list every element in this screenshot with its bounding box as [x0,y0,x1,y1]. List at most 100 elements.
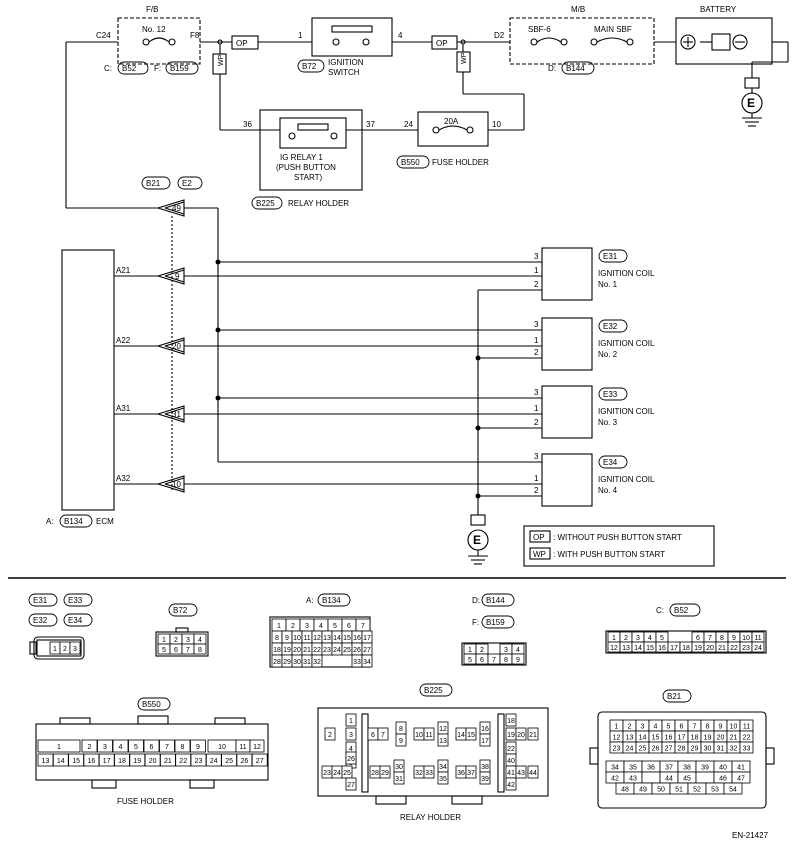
b134-pin: 5 [333,623,337,630]
cv-b225-id: B225 [424,686,443,695]
b134-pin: 11 [303,635,310,642]
coil-4-label-2: No. 4 [598,486,618,495]
b21-pin-cell [723,782,743,795]
b21-pin: 24 [626,746,634,753]
b550-pin: 23 [195,758,203,765]
b134-pin: 29 [283,659,291,666]
coil-1-pin-a: 3 [534,252,539,261]
b52-pin: 22 [730,645,738,652]
coil-1-label-1: IGNITION COIL [598,269,655,278]
b225-pin: 22 [507,746,515,753]
b21-pin: 25 [639,746,647,753]
b550-pin-cell [97,739,113,753]
coil-3-conn: E33 [603,390,618,399]
b225-pin-cell [437,733,449,747]
b550-pin-cell [37,739,81,753]
b225-pin: 21 [529,732,537,739]
b21-pin: 11 [743,724,750,731]
b134-pin: 6 [347,623,351,630]
b225-pin: 38 [481,764,489,771]
b225-pin-cell [395,733,407,747]
ecm-pin-3: A31 [116,404,131,413]
b134-pin-cell [361,654,373,668]
b52-pin: 21 [718,645,726,652]
b21-pin: 27 [665,746,673,753]
b72-pin: 7 [186,647,190,654]
b225-pin: 9 [399,738,403,745]
b159-pin: 5 [468,657,472,664]
b550-pin: 20 [149,758,157,765]
ecm-pin-4: A32 [116,474,131,483]
ecm-conn: B134 [64,517,83,526]
fb-fuse-label: No. 12 [142,25,166,34]
ecm-box [61,249,115,511]
b21-pin: 54 [729,787,737,794]
b225-pin: 37 [467,770,475,777]
b134-pin: 12 [313,635,321,642]
b21-pin: 3 [641,724,645,731]
b225-pin: 25 [343,770,351,777]
legend-op-text: : WITHOUT PUSH BUTTON START [553,533,682,542]
b52-pin: 9 [732,635,736,642]
b225-pin: 30 [395,764,403,771]
b21-pin: 46 [719,776,727,783]
b52-pin: 20 [706,645,714,652]
relay-label-3: START) [294,173,322,182]
b52-pin: 4 [648,635,652,642]
b52-pin: 2 [624,635,628,642]
b225-pin: 12 [439,726,447,733]
b225-pin-cell [423,765,435,779]
fb-conn-f: B159 [170,64,189,73]
b21-pin: 8 [706,724,710,731]
fb-pin-right: F8 [190,31,200,40]
b21-pin: 33 [743,746,751,753]
b159-pin: 7 [492,657,496,664]
mb-fuse-1: SBF-6 [528,25,551,34]
b134-pin: 20 [293,647,301,654]
fb-label: F/B [146,5,158,14]
b134-pin: 15 [343,635,351,642]
b550-pin: 7 [165,744,169,751]
b225-pin: 3 [349,732,353,739]
b52-pin: 6 [696,635,700,642]
b134-pin: 33 [353,659,361,666]
cv-b550-id: B550 [142,700,161,709]
b21-pin: 7 [693,724,697,731]
coil-4-box [541,453,593,507]
cv-b159-id: B159 [486,618,505,627]
b550-pin-cell [81,739,98,753]
b21-pin: 31 [717,746,725,753]
b72-pin: 3 [186,637,190,644]
b52-pin: 15 [646,645,654,652]
b21-pin: 44 [665,776,673,783]
b134-pin: 21 [303,647,311,654]
relay-holder-label: RELAY HOLDER [288,199,349,208]
b21-pin: 20 [717,735,725,742]
coil-2-pin-b: 1 [534,336,539,345]
b225-pin: 28 [371,770,379,777]
relay-pin-in: 36 [243,120,252,129]
op-tag-right [431,35,458,50]
op-tag-right-text: OP [436,39,448,48]
wp-tag-left-text: WP [218,54,225,66]
b225-pin: 8 [399,726,403,733]
b134-pin: 18 [273,647,281,654]
b225-pin: 23 [323,770,331,777]
b225-pin: 17 [481,738,489,745]
b550-pin: 15 [72,758,80,765]
ecm-conn-prefix: A: [46,517,54,526]
coil-3-box [541,385,593,439]
b52-pin: 17 [670,645,678,652]
cv-coil-id-2: E33 [68,596,83,605]
b52-pin: 23 [742,645,750,652]
b225-pin-cell [505,713,517,727]
b52-pin: 13 [622,645,630,652]
b134-pin: 23 [323,647,331,654]
mb-fuse-2: MAIN SBF [594,25,632,34]
b21-pin: 35 [629,765,637,772]
b134-pin: 8 [275,635,279,642]
b550-pin: 1 [57,744,61,751]
fuse-holder-box [417,111,489,147]
b225-pin-cell [465,727,477,741]
b134-pin: 34 [363,659,371,666]
